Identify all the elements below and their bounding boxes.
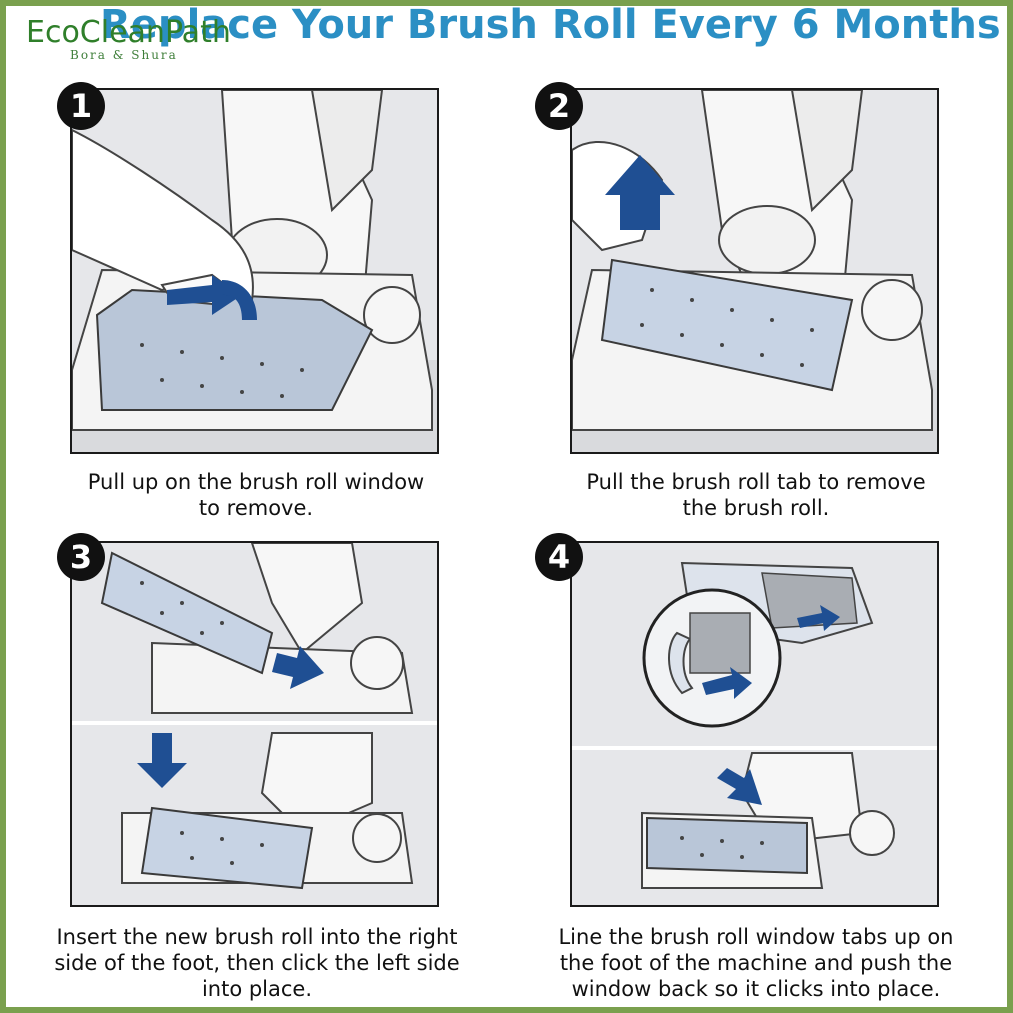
step-3-caption-line: into place. — [201, 977, 313, 1001]
step-1-illustration — [70, 88, 439, 454]
step-2-illustration — [570, 88, 939, 454]
brush-roll-removal-illustration — [572, 90, 937, 452]
step-1-badge: 1 — [57, 82, 105, 130]
step-3-caption-line: side of the foot, then click the left si… — [54, 951, 460, 975]
step-4-caption: Line the brush roll window tabs up on th… — [518, 924, 994, 1002]
step-3-badge: 3 — [57, 533, 105, 581]
step-4-caption-line: window back so it clicks into place. — [571, 977, 941, 1001]
brand-logo: EcoCleanPath Bora & Shura — [26, 15, 231, 63]
step-1-caption-line: Pull up on the brush roll window — [87, 470, 425, 494]
logo-main-text: EcoCleanPath — [26, 15, 231, 50]
step-2-caption: Pull the brush roll tab to remove the br… — [540, 469, 972, 521]
vacuum-window-illustration — [72, 90, 437, 452]
step-4-caption-line: Line the brush roll window tabs up on — [558, 925, 954, 949]
logo-sub-text: Bora & Shura — [70, 48, 178, 62]
step-1-caption: Pull up on the brush roll window to remo… — [40, 469, 472, 521]
step-3-illustration — [70, 541, 439, 907]
step-4-badge: 4 — [535, 533, 583, 581]
step-4-illustration — [570, 541, 939, 907]
step-3-caption-line: Insert the new brush roll into the right — [56, 925, 458, 949]
step-1-caption-line: to remove. — [198, 496, 314, 520]
step-2-caption-line: the brush roll. — [682, 496, 830, 520]
brush-roll-insert-illustration — [72, 543, 437, 890]
page-title: Replace Your Brush Roll Every 6 Months — [100, 2, 1001, 48]
window-reattach-illustration — [572, 561, 937, 889]
step-4-caption-line: the foot of the machine and push the — [559, 951, 953, 975]
step-2-badge: 2 — [535, 82, 583, 130]
step-3-caption: Insert the new brush roll into the right… — [22, 924, 492, 1002]
step-2-caption-line: Pull the brush roll tab to remove — [586, 470, 926, 494]
